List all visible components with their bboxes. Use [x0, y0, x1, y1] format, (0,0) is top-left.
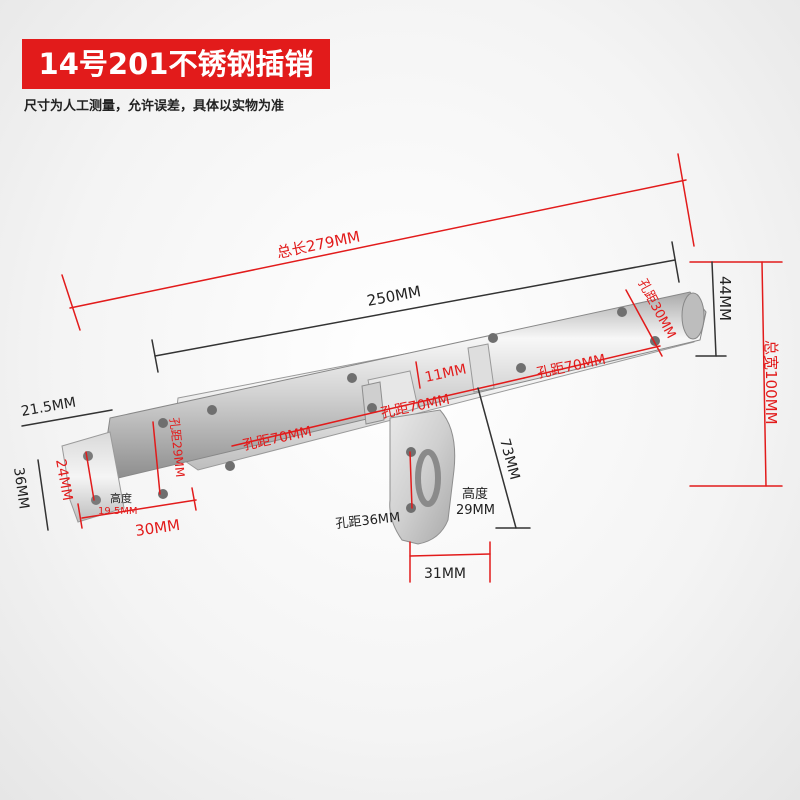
hasp-hole-top	[406, 447, 416, 457]
label-hasp-height-title: 高度	[462, 486, 488, 502]
screw-hole	[488, 333, 498, 343]
label-end-length: 30MM	[134, 516, 181, 540]
measurement-disclaimer: 尺寸为人工测量，允许误差，具体以实物为准	[24, 99, 285, 114]
hasp-loop	[415, 449, 441, 507]
label-left-hole-pitch: 孔距29MM	[167, 417, 187, 478]
screw-hole	[617, 307, 627, 317]
end-plate	[61, 431, 125, 523]
screw-hole	[367, 403, 377, 413]
bolt-latch-product	[61, 291, 707, 545]
tube-ring	[467, 343, 495, 393]
label-hasp-hole-pitch: 孔距36MM	[335, 510, 401, 532]
screw-hole	[225, 461, 235, 471]
label-end-hole-pitch: 24MM	[52, 458, 75, 502]
hasp-hole-bottom	[406, 503, 416, 513]
dimension-lines	[21, 153, 783, 583]
label-body-length: 250MM	[365, 282, 422, 310]
label-end-width: 21.5MM	[20, 395, 77, 420]
label-knob-height-value: 19.5MM	[98, 506, 138, 517]
screw-hole	[158, 418, 168, 428]
label-hasp-width: 31MM	[424, 566, 466, 582]
label-total-width: 总宽100MM	[762, 340, 780, 425]
screw-hole	[516, 363, 526, 373]
label-staple-height: 73MM	[496, 437, 522, 482]
tube-end-cap	[681, 292, 705, 340]
hasp-plate	[389, 409, 456, 545]
end-plate-hole-bottom	[91, 495, 101, 505]
screw-hole	[347, 373, 357, 383]
label-hasp-height-value: 29MM	[456, 503, 495, 518]
label-knob-height-title: 高度	[110, 491, 132, 505]
label-body-height: 44MM	[716, 276, 734, 321]
screw-hole	[207, 405, 217, 415]
label-end-height: 36MM	[10, 466, 32, 510]
product-title-banner: 14号201不锈钢插销	[22, 39, 330, 89]
bolt-knob	[361, 381, 385, 425]
